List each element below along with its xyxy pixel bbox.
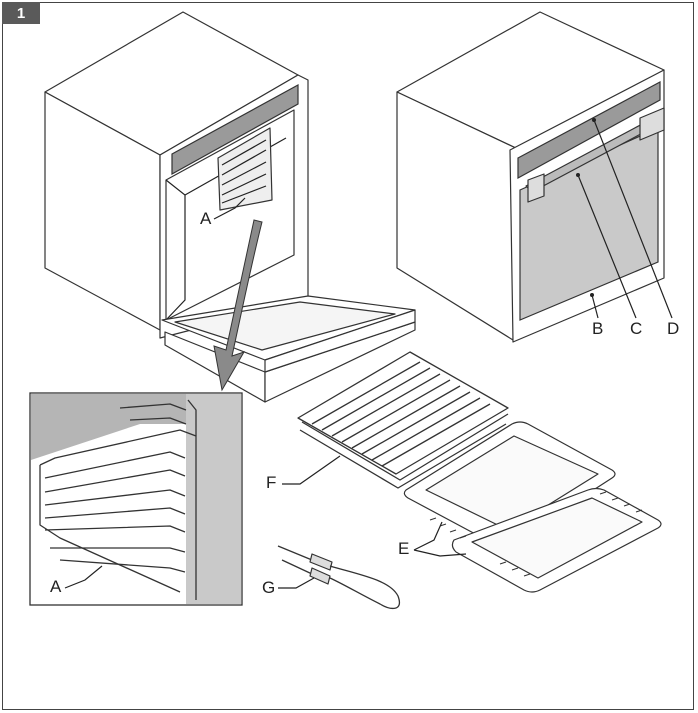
figure-number: 1	[16, 4, 26, 22]
leader-g	[278, 577, 315, 589]
closed-oven: B C D	[396, 11, 679, 343]
label-b: B	[592, 319, 603, 338]
leader-b	[591, 294, 599, 319]
leader-f	[282, 455, 341, 485]
label-a-inset: A	[50, 577, 62, 596]
side-rack-top	[217, 127, 273, 211]
figure-number-badge: 1	[2, 2, 40, 24]
label-a-top: A	[200, 209, 212, 228]
open-oven-control-panel	[171, 83, 299, 176]
label-d: D	[667, 319, 679, 338]
closed-oven-control-panel	[517, 80, 661, 180]
leader-e-2	[413, 549, 467, 557]
inset-side-wall	[186, 394, 241, 604]
label-c: C	[630, 319, 642, 338]
inset-detail: A	[29, 392, 243, 606]
baking-trays: E	[398, 421, 662, 593]
leader-c	[577, 174, 637, 319]
wire-shelf: F	[266, 351, 509, 492]
leader-e-1	[413, 521, 443, 551]
open-oven: A	[44, 11, 416, 403]
leader-a-top	[213, 197, 246, 220]
leader-d	[593, 119, 673, 319]
meat-probe: G	[262, 545, 401, 609]
label-g: G	[262, 578, 275, 597]
zoom-arrow	[213, 219, 263, 392]
label-f: F	[266, 473, 276, 492]
leader-a-inset	[64, 565, 103, 589]
inset-rack	[39, 399, 197, 600]
label-e: E	[398, 539, 409, 558]
